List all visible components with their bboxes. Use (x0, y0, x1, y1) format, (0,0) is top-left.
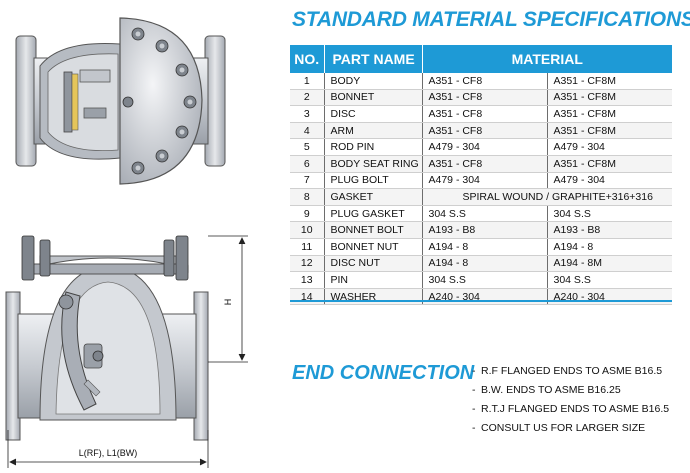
cell-part-name: BONNET (324, 89, 423, 107)
cell-material-merged: SPIRAL WOUND / GRAPHITE+316+316 (422, 188, 672, 206)
cell-part-name: DISC NUT (324, 255, 423, 273)
cell-material-1: A351 - CF8 (422, 122, 548, 140)
cell-no: 11 (290, 238, 325, 256)
cell-material-2: A194 - 8 (547, 238, 672, 256)
cell-no: 2 (290, 89, 325, 107)
table-header-row: NO. PART NAME MATERIAL (290, 45, 672, 73)
cell-part-name: BONNET BOLT (324, 221, 423, 239)
cell-no: 10 (290, 221, 325, 239)
cutaway-view (15, 17, 226, 185)
cell-material-2: A194 - 8M (547, 255, 672, 273)
dash-marker: - (472, 422, 476, 434)
cell-no: 12 (290, 255, 325, 273)
cell-material-1: A351 - CF8 (422, 105, 548, 123)
dimension-height (208, 235, 248, 363)
cell-no: 14 (290, 288, 325, 306)
cell-no: 13 (290, 271, 325, 289)
cell-no: 8 (290, 188, 325, 206)
valve-illustration: H L(RF), L1(BW) (5, 17, 248, 468)
cell-part-name: BONNET NUT (324, 238, 423, 256)
length-dim-label: L(RF), L1(BW) (79, 448, 138, 458)
dash-marker: - (472, 365, 476, 377)
cell-material-1: A479 - 304 (422, 172, 548, 190)
cell-material-2: 304 S.S (547, 271, 672, 289)
end-connection-title: END CONNECTION (292, 362, 475, 384)
height-dim-label: H (223, 299, 233, 306)
cell-no: 1 (290, 73, 325, 90)
cell-material-2: A351 - CF8M (547, 155, 672, 173)
cell-no: 9 (290, 205, 325, 223)
cell-part-name: ARM (324, 122, 423, 140)
cell-material-2: A351 - CF8M (547, 89, 672, 107)
cell-material-1: A193 - B8 (422, 221, 548, 239)
cell-material-2: 304 S.S (547, 205, 672, 223)
cell-material-2: A193 - B8 (547, 221, 672, 239)
cell-material-1: 304 S.S (422, 271, 548, 289)
cell-material-1: A479 - 304 (422, 138, 548, 156)
end-item-text: R.F FLANGED ENDS TO ASME B16.5 (481, 365, 663, 377)
cell-part-name: WASHER (324, 288, 423, 306)
cell-material-1: 304 S.S (422, 205, 548, 223)
cell-material-1: A194 - 8 (422, 238, 548, 256)
cell-no: 5 (290, 138, 325, 156)
cell-material-2: A479 - 304 (547, 172, 672, 190)
cell-part-name: ROD PIN (324, 138, 423, 156)
cell-no: 3 (290, 105, 325, 123)
section-view (5, 235, 209, 441)
cell-material-2: A351 - CF8M (547, 105, 672, 123)
header-no: NO. (290, 45, 325, 73)
cell-material-1: A351 - CF8 (422, 155, 548, 173)
end-item-text: R.T.J FLANGED ENDS TO ASME B16.5 (481, 403, 670, 415)
cell-part-name: PIN (324, 271, 423, 289)
table-bottom-rule (290, 300, 672, 302)
cell-material-1: A194 - 8 (422, 255, 548, 273)
cell-no: 7 (290, 172, 325, 190)
cell-no: 4 (290, 122, 325, 140)
list-item: -CONSULT US FOR LARGER SIZE (472, 419, 669, 438)
cell-part-name: BODY (324, 73, 423, 90)
end-item-text: B.W. ENDS TO ASME B16.25 (481, 384, 621, 396)
cell-no: 6 (290, 155, 325, 173)
cell-material-2: A351 - CF8M (547, 73, 672, 90)
cell-part-name: PLUG GASKET (324, 205, 423, 223)
cell-part-name: PLUG BOLT (324, 172, 423, 190)
header-part-name: PART NAME (324, 45, 423, 73)
cell-material-1: A240 - 304 (422, 288, 548, 306)
dash-marker: - (472, 403, 476, 415)
end-connection-list: -R.F FLANGED ENDS TO ASME B16.5 -B.W. EN… (472, 362, 669, 438)
dimension-length (7, 430, 209, 468)
cell-part-name: GASKET (324, 188, 423, 206)
end-item-text: CONSULT US FOR LARGER SIZE (481, 422, 646, 434)
cell-material-2: A479 - 304 (547, 138, 672, 156)
cell-part-name: DISC (324, 105, 423, 123)
cell-part-name: BODY SEAT RING (324, 155, 423, 173)
spec-title: STANDARD MATERIAL SPECIFICATIONS (292, 8, 690, 31)
cell-material-1: A351 - CF8 (422, 73, 548, 90)
list-item: -B.W. ENDS TO ASME B16.25 (472, 381, 669, 400)
cell-material-2: A240 - 304 (547, 288, 672, 306)
list-item: -R.T.J FLANGED ENDS TO ASME B16.5 (472, 400, 669, 419)
header-material: MATERIAL (422, 45, 672, 73)
dash-marker: - (472, 384, 476, 396)
list-item: -R.F FLANGED ENDS TO ASME B16.5 (472, 362, 669, 381)
cell-material-1: A351 - CF8 (422, 89, 548, 107)
cell-material-2: A351 - CF8M (547, 122, 672, 140)
